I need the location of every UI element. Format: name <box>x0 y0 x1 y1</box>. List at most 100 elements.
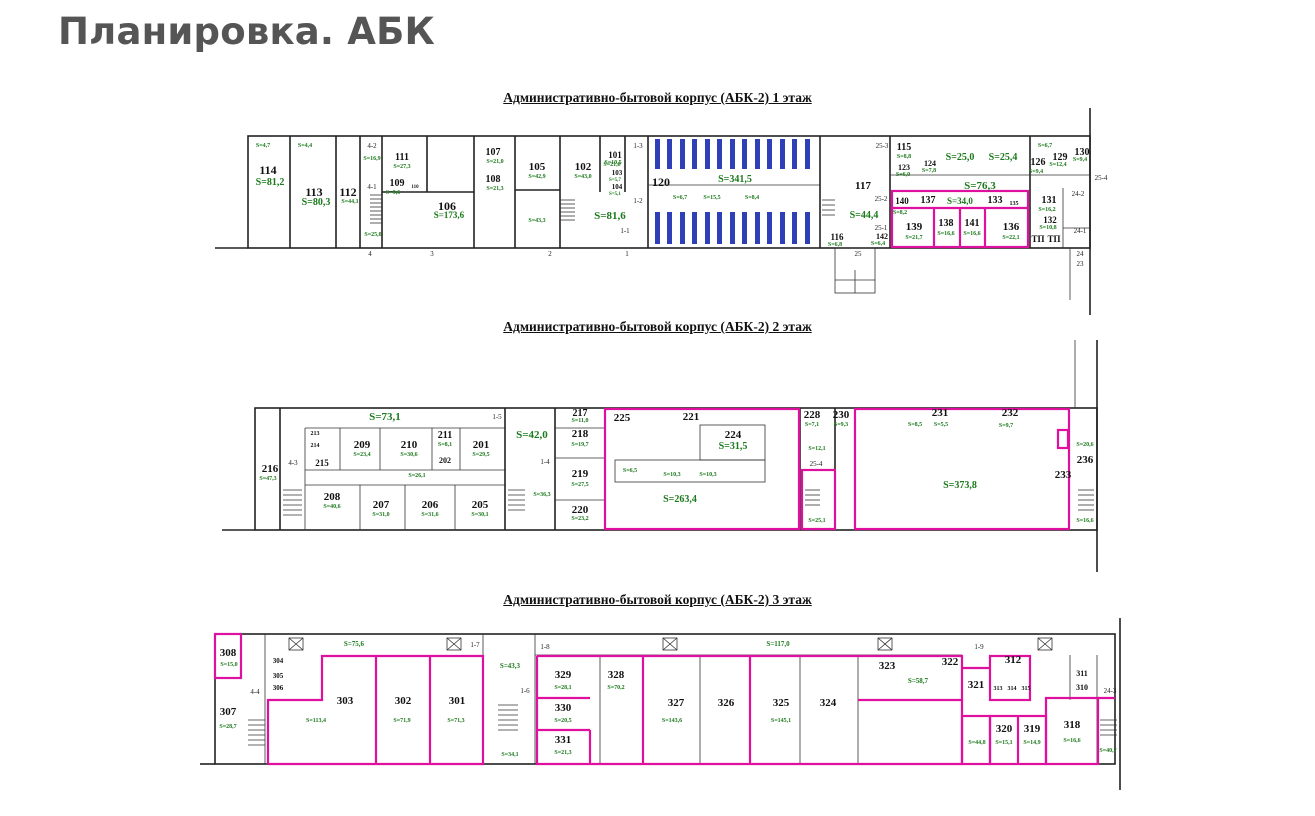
room-number: 109 <box>390 178 405 189</box>
axis-mark: 24-1 <box>1074 227 1087 235</box>
room-number: 135 <box>1010 201 1019 207</box>
axis-mark: 1-8 <box>540 643 550 651</box>
room-area: S=21,3 <box>554 750 571 756</box>
room-area: S=16,6 <box>1076 518 1093 524</box>
room-area: S=15,0 <box>220 662 237 668</box>
room-number: 113 <box>305 185 322 199</box>
room-area: S=31,6 <box>421 512 438 518</box>
room-area: S=263,4 <box>663 494 697 505</box>
room-number: 102 <box>575 161 592 173</box>
room-number: 327 <box>668 697 685 709</box>
room-area: S=21,7 <box>905 235 922 241</box>
room-area: S=10,3 <box>663 472 680 478</box>
room-number: 202 <box>439 456 451 465</box>
floor-3-plan <box>200 618 1121 790</box>
room-area: S=20,6 <box>1076 442 1093 448</box>
room-area: S=8,4 <box>745 195 759 201</box>
room-number: 320 <box>996 723 1013 735</box>
room-area: S=21,0 <box>486 159 503 165</box>
room-area: S=8,8 <box>897 154 911 160</box>
room-area: S=22,1 <box>1002 235 1019 241</box>
room-number: 210 <box>401 439 418 451</box>
room-area: S=23,4 <box>353 452 370 458</box>
room-number: 321 <box>968 679 985 691</box>
room-area: S=143,6 <box>662 718 682 724</box>
room-number: 325 <box>773 697 790 709</box>
room-number: 313 <box>994 686 1003 692</box>
room-number: 105 <box>529 161 546 173</box>
room-number: 236 <box>1077 454 1094 466</box>
room-area: S=20,5 <box>554 718 571 724</box>
room-area: S=73,1 <box>369 411 401 423</box>
room-area: S=9,7 <box>999 423 1013 429</box>
room-number: 330 <box>555 702 572 714</box>
room-area: S=8,2 <box>893 210 907 216</box>
room-area: S=71,3 <box>447 718 464 724</box>
room-number: 214 <box>311 443 320 449</box>
room-number: 103 <box>612 169 623 177</box>
room-area: S=9,3 <box>834 422 848 428</box>
room-number: 308 <box>220 647 237 659</box>
room-area: S=9,4 <box>1073 157 1087 163</box>
room-number: 116 <box>830 232 844 242</box>
room-area: S=25,1 <box>808 518 825 524</box>
room-number: 319 <box>1024 723 1041 735</box>
room-number: ТП <box>1031 234 1044 244</box>
room-area: S=25,4 <box>989 152 1018 163</box>
room-area: S=7,8 <box>922 168 936 174</box>
room-number: 211 <box>438 430 452 441</box>
axis-mark: 4-1 <box>367 183 377 191</box>
room-area: S=15,1 <box>995 740 1012 746</box>
axis-mark: 4 <box>368 250 372 258</box>
room-number: 132 <box>1043 215 1057 225</box>
room-area: S=6,8 <box>828 242 842 248</box>
room-area: S=43,3 <box>528 218 545 224</box>
room-number: 101 <box>608 150 622 160</box>
room-area: S=16,6 <box>963 231 980 237</box>
room-number: 323 <box>879 660 896 672</box>
room-area: S=15,5 <box>703 195 720 201</box>
room-number: 307 <box>220 706 237 718</box>
room-area: S=81,6 <box>594 210 626 222</box>
room-area: S=44,4 <box>850 210 879 221</box>
room-area: S=40,6 <box>323 504 340 510</box>
axis-mark: 1-1 <box>620 227 630 235</box>
room-number: 108 <box>486 174 501 185</box>
axis-mark: 25-4 <box>810 460 823 468</box>
axis-mark: 1 <box>625 250 629 258</box>
room-area: S=76,3 <box>964 180 996 192</box>
room-number: 224 <box>725 429 742 441</box>
room-number: 331 <box>555 734 572 746</box>
room-area: S=58,7 <box>908 677 929 685</box>
room-number: 208 <box>324 491 341 503</box>
room-area: S=34,1 <box>501 752 518 758</box>
room-number: 126 <box>1031 157 1046 168</box>
room-number: 324 <box>820 697 837 709</box>
room-number: 141 <box>965 218 980 229</box>
room-number: 138 <box>939 218 954 229</box>
room-area: S=16,6 <box>1063 738 1080 744</box>
room-area: S=9,4 <box>1029 169 1043 175</box>
room-area: S=5,1 <box>609 192 621 197</box>
room-area: S=25,0 <box>364 232 381 238</box>
room-area: S=8,5 <box>908 422 922 428</box>
room-area: S=6,5 <box>623 468 637 474</box>
axis-mark: 25-1 <box>875 224 888 232</box>
room-number: 115 <box>897 142 911 153</box>
room-area: S=44,1 <box>341 199 358 205</box>
room-number: 301 <box>449 695 466 707</box>
axis-mark: 25-3 <box>876 142 889 150</box>
room-number: 107 <box>486 147 501 158</box>
room-number: 129 <box>1053 152 1068 163</box>
room-area: S=30,6 <box>400 452 417 458</box>
room-area: S=9,6 <box>386 190 400 196</box>
axis-mark: 4-2 <box>367 142 377 150</box>
room-area: S=42,9 <box>528 174 545 180</box>
room-number: 104 <box>612 183 623 191</box>
room-area: S=36,3 <box>533 492 550 498</box>
room-number: 228 <box>804 409 821 421</box>
room-area: S=16,9 <box>363 156 380 162</box>
axis-mark: 2 <box>548 250 552 258</box>
room-area: S=373,8 <box>943 480 977 491</box>
room-area: S=80,3 <box>302 197 331 208</box>
